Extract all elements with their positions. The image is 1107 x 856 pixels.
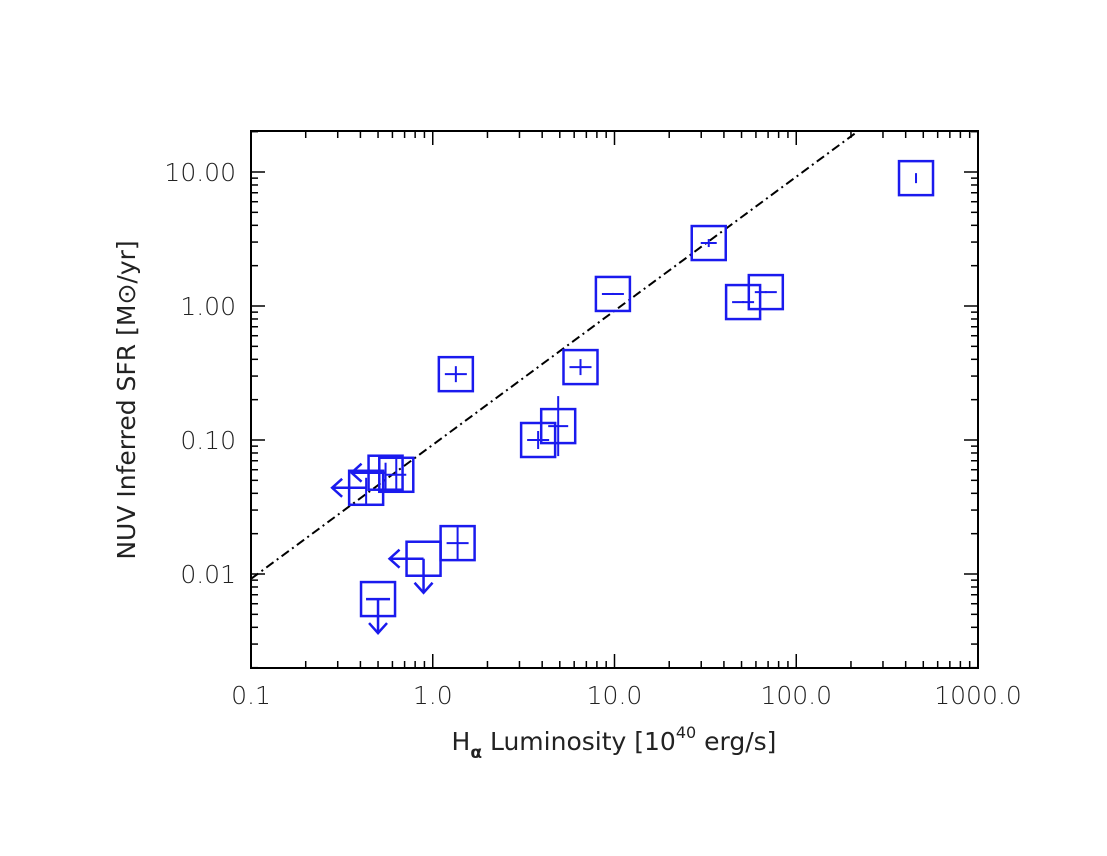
y-tick-label: 10.00	[164, 158, 236, 187]
y-tick-label: 0.01	[180, 560, 236, 589]
axis-ticks	[250, 130, 978, 669]
square-marker	[519, 421, 557, 459]
plot-frame	[250, 130, 979, 669]
data-markers	[330, 159, 935, 635]
x-axis-title: Hα Luminosity [1040 erg/s]	[452, 723, 777, 763]
square-marker	[897, 159, 935, 197]
square-marker	[724, 283, 762, 321]
left-arrow-icon	[349, 462, 363, 483]
y-tick-label: 0.10	[180, 426, 236, 455]
x-tick-label: 10.0	[587, 681, 643, 710]
x-tick-label: 1000.0	[934, 681, 1021, 710]
fit-line	[250, 130, 858, 580]
down-arrow-icon	[413, 581, 434, 595]
square-marker	[378, 456, 415, 494]
left-arrow-icon	[330, 477, 343, 498]
x-tick-label: 100.0	[760, 681, 832, 710]
square-marker	[690, 224, 727, 262]
square-marker	[594, 275, 632, 313]
dash-dot-line	[250, 130, 858, 580]
y-axis-title: NUV Inferred SFR [M⊙/yr]	[112, 240, 141, 559]
y-tick-labels: 0.01 0.10 1.00 10.00	[164, 158, 236, 589]
left-arrow-icon	[387, 548, 401, 569]
x-tick-label: 0.1	[231, 681, 271, 710]
down-arrow-icon	[368, 622, 388, 635]
x-tick-labels: 0.1 1.0 10.0 100.0 1000.0	[231, 681, 1022, 710]
square-marker	[437, 355, 475, 393]
y-tick-label: 1.00	[180, 292, 236, 321]
square-marker	[747, 273, 785, 311]
square-marker	[562, 348, 599, 386]
x-tick-label: 1.0	[413, 681, 453, 710]
